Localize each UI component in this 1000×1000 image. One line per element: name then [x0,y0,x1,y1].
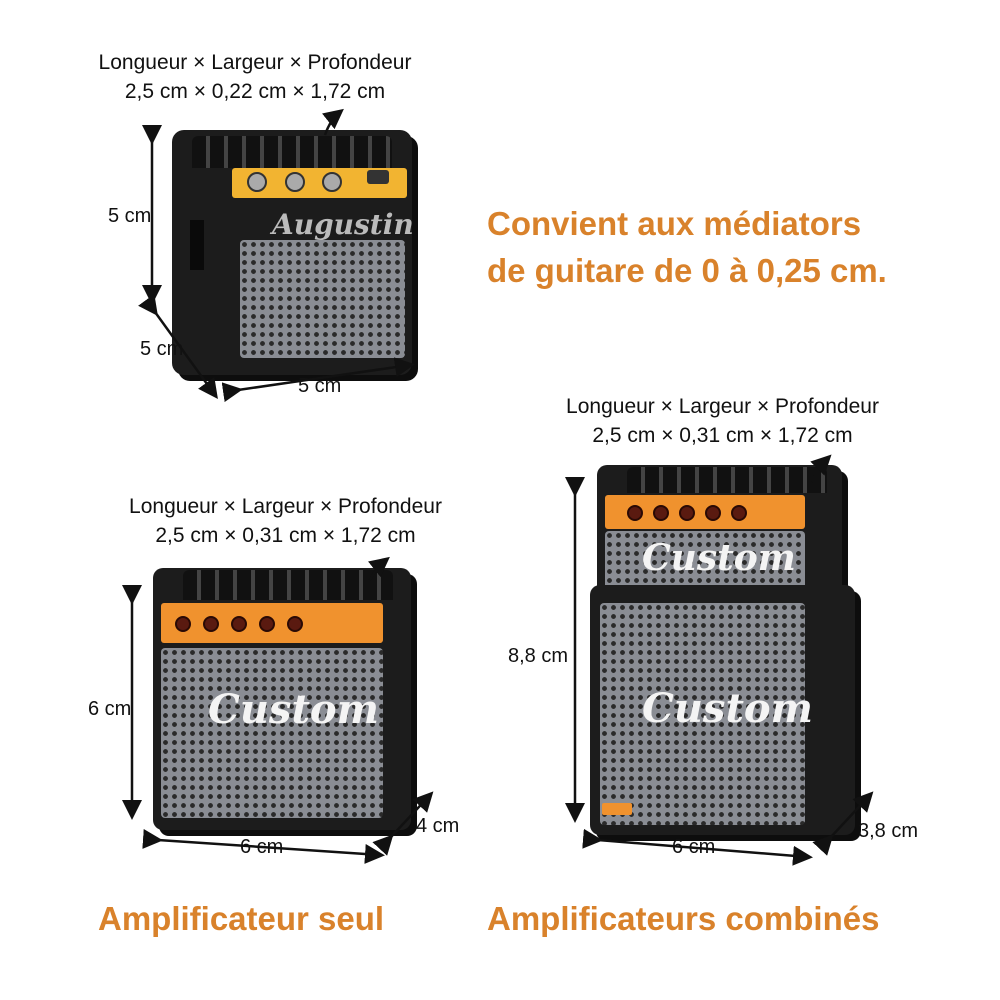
spec-header: Longueur × Largeur × Profondeur [129,495,442,518]
custom-logo-bottom: Custom [642,685,813,732]
single-caption: Amplificateur seul [98,900,385,937]
combined-spec: Longueur × Largeur × Profondeur 2,5 cm ×… [525,392,920,450]
spec-values: 2,5 cm × 0,22 cm × 1,72 cm [124,80,386,103]
single-height-label: 6 cm [88,698,132,720]
single-custom-amp: Custom [153,568,411,830]
spec-header: Longueur × Largeur × Profondeur [566,395,879,418]
single-spec: Longueur × Largeur × Profondeur 2,5 cm ×… [88,492,483,550]
top-height-label: 5 cm [108,205,152,227]
augustin-amp: Augustin [172,130,414,375]
custom-logo: Custom [208,686,379,733]
top-spec: Longueur × Largeur × Profondeur 2,5 cm ×… [55,48,455,106]
combined-height-label: 8,8 cm [508,645,569,667]
spec-header: Longueur × Largeur × Profondeur [98,51,412,74]
combined-bottom-amp: Custom [590,585,855,835]
compatibility-note: Convient aux médiators de guitare de 0 à… [487,200,887,294]
spec-values: 2,5 cm × 0,31 cm × 1,72 cm [592,424,853,447]
note-line-2: de guitare de 0 à 0,25 cm. [487,252,887,289]
custom-logo-top: Custom [642,537,796,579]
combined-caption: Amplificateurs combinés [487,900,880,937]
spec-values: 2,5 cm × 0,31 cm × 1,72 cm [155,524,416,547]
augustin-logo: Augustin [272,208,414,241]
note-line-1: Convient aux médiators [487,205,862,242]
